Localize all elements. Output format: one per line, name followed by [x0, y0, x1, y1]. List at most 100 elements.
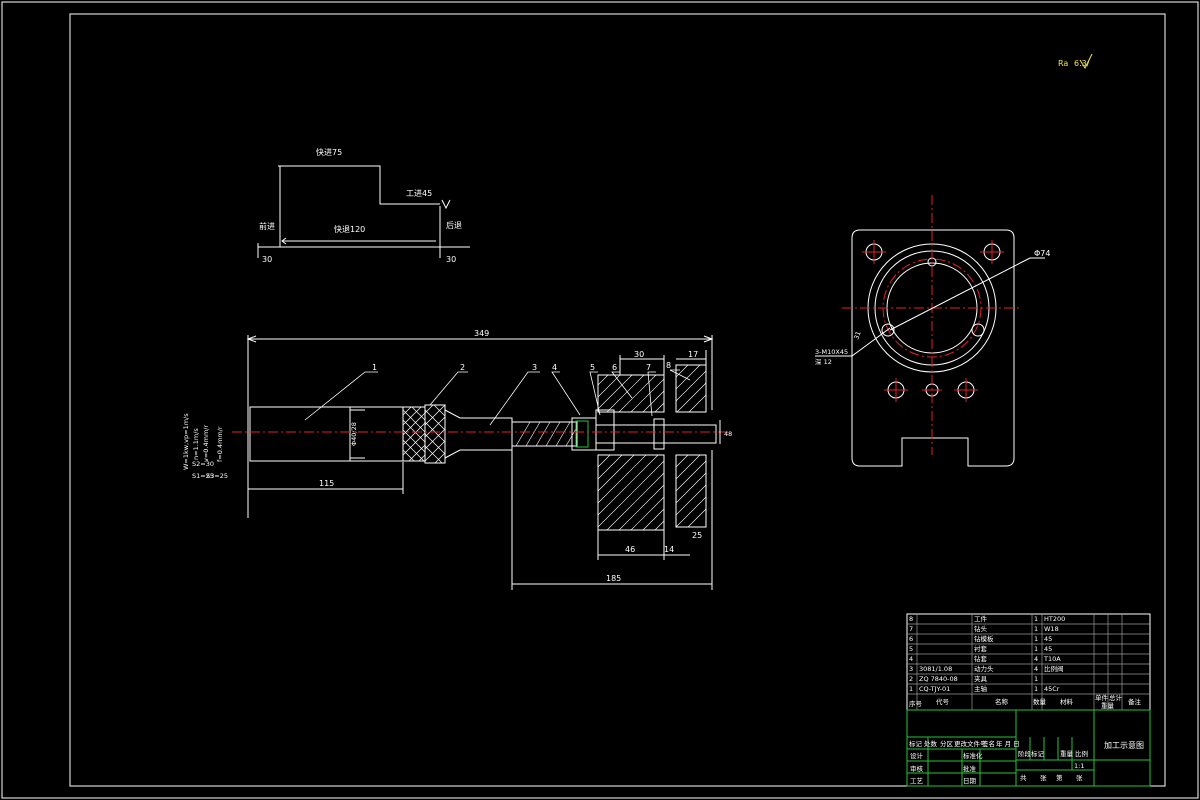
parts-cell-r2-c0: 6	[909, 635, 913, 643]
parts-cell-r4-c3: 4	[1034, 655, 1038, 663]
hdr-name: 名称	[995, 697, 1009, 706]
backward-label: 后退	[446, 220, 462, 230]
parts-cell-r5-c2: 动力头	[974, 664, 994, 673]
roughness-mark: Ra 6.3/	[1058, 53, 1093, 70]
side-note-3: v=0.4mm/r	[202, 425, 210, 462]
weight-label: 重量	[1060, 750, 1074, 758]
parts-cell-r3-c2: 衬套	[974, 644, 988, 653]
callout-angle: 31	[852, 330, 862, 341]
parts-cell-r3-c0: 5	[909, 645, 913, 653]
parts-cell-r2-c2: 钻模板	[974, 634, 994, 643]
balloon-7: 7	[646, 363, 651, 372]
fast-forward-label: 快进75	[316, 147, 342, 157]
scale-value: 1:1	[1074, 762, 1084, 770]
label-review: 审核	[910, 764, 924, 773]
side-note-2: n=1.1m/s	[192, 428, 200, 460]
fast-back-label: 快退120	[334, 224, 365, 234]
dim-185: 185	[606, 574, 621, 583]
side-note-1: W=1kw,vp=1m/s	[182, 413, 190, 470]
hdr-material: 材料	[1060, 697, 1074, 706]
parts-cell-r6-c2: 夹具	[974, 674, 988, 683]
parts-cell-r3-c3: 1	[1034, 645, 1038, 653]
label-standard: 标准化	[963, 751, 983, 760]
parts-cell-r4-c0: 4	[909, 655, 913, 663]
balloon-8: 8	[666, 361, 671, 370]
parts-cell-r0-c0: 8	[909, 615, 913, 623]
balloon-3: 3	[532, 363, 537, 372]
balloon-4: 4	[552, 363, 557, 372]
side-note-5: S1=25	[192, 472, 214, 480]
label-date: 日期	[963, 777, 977, 785]
parts-cell-r1-c2: 钻头	[974, 624, 988, 633]
parts-cell-r0-c4: HT200	[1044, 615, 1065, 623]
mark-row-5: 年 月 日	[996, 739, 1020, 748]
parts-cell-r1-c4: W18	[1044, 625, 1059, 633]
parts-cell-r7-c2: 主轴	[974, 684, 988, 693]
dim-17: 17	[688, 350, 698, 359]
scale-label: 比例	[1075, 749, 1088, 758]
dim-46: 46	[625, 545, 635, 554]
balloon-2: 2	[460, 363, 465, 372]
mark-row-1: 处数	[924, 739, 938, 748]
main-assembly-view: 349 Φ40/28	[182, 329, 732, 590]
parts-cell-r2-c3: 1	[1034, 635, 1038, 643]
drawing-title: 加工示意图	[1104, 740, 1144, 750]
stage-label: 阶段标记	[1018, 749, 1045, 758]
mark-row-2: 分区	[940, 739, 954, 748]
side-note-6: S2=30	[192, 460, 214, 468]
dim-115: 115	[319, 479, 334, 488]
mark-row-3: 更改文件号	[954, 739, 987, 748]
hdr-weight: 重量	[1101, 702, 1115, 710]
fixture-side-view: Φ74 3-M10X45 深 12 31	[815, 195, 1050, 467]
parts-cell-r6-c1: ZQ 7840-08	[919, 675, 958, 683]
parts-cell-r4-c4: T10A	[1043, 655, 1061, 663]
balloon-6: 6	[612, 363, 617, 372]
dia-label: Φ40/28	[350, 422, 358, 446]
inner-frame	[69, 13, 1166, 787]
mark-row-0: 标记	[909, 739, 923, 748]
parts-cell-r5-c4: 比例阀	[1044, 664, 1064, 673]
balloon-5: 5	[590, 363, 595, 372]
parts-cell-r0-c3: 1	[1034, 615, 1038, 623]
parts-cell-r0-c2: 工件	[974, 614, 988, 623]
callout-depth: 深 12	[815, 357, 832, 366]
hdr-no: 序号	[909, 699, 923, 708]
hdr-total: 总计	[1109, 693, 1123, 702]
sheet-3: 张	[1076, 773, 1083, 782]
dim-25: 25	[692, 531, 702, 540]
callout-dia-74: Φ74	[1034, 249, 1050, 258]
hdr-remark: 备注	[1128, 697, 1142, 706]
left-dim-label: 30	[262, 255, 272, 264]
dim-14: 14	[664, 545, 674, 554]
side-note-4: f=0.4mm/r	[216, 426, 224, 462]
callout-thread: 3-M10X45	[815, 348, 848, 356]
parts-cell-r5-c0: 3	[909, 665, 913, 673]
sheet-1: 张	[1040, 773, 1047, 782]
parts-cell-r1-c0: 7	[909, 625, 913, 633]
work-feed-label: 工进45	[406, 189, 432, 198]
parts-cell-r4-c2: 钻套	[974, 654, 988, 663]
hdr-qty: 数量	[1033, 697, 1047, 706]
mark-row-4: 签名	[982, 739, 995, 748]
right-dim-label: 30	[446, 255, 456, 264]
parts-cell-r3-c4: 45	[1044, 645, 1052, 653]
sheet-0: 共	[1020, 773, 1027, 782]
dim-30: 30	[634, 350, 644, 359]
hdr-unit: 单件	[1095, 693, 1109, 702]
dim-right: 48	[724, 430, 732, 438]
roughness-label-left: Ra	[1058, 59, 1068, 68]
label-design: 设计	[910, 751, 924, 760]
parts-cell-r1-c3: 1	[1034, 625, 1038, 633]
label-approve: 批准	[963, 764, 977, 773]
parts-cell-r2-c4: 45	[1044, 635, 1052, 643]
dim-349: 349	[474, 329, 489, 338]
parts-cell-r7-c0: 1	[909, 685, 913, 693]
parts-cell-r6-c3: 1	[1034, 675, 1038, 683]
title-block: 标记 处数 分区 更改文件号 签名 年 月 日 设计 审核 工艺 标准化 批准 …	[906, 709, 1151, 787]
balloon-1: 1	[372, 363, 377, 372]
parts-cell-r7-c4: 45Cr	[1044, 685, 1060, 693]
parts-cell-r5-c1: 3081/1.08	[919, 665, 952, 673]
